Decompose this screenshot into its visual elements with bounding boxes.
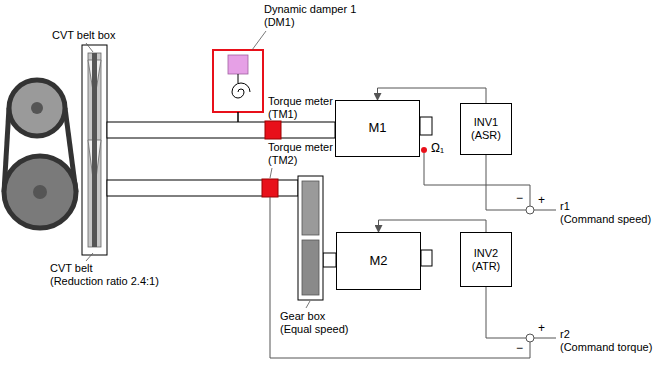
- text-line: r1: [560, 200, 651, 213]
- shaft: [323, 253, 336, 267]
- signal-name: Ω₁: [431, 142, 444, 156]
- motor-box: M1: [335, 100, 420, 157]
- signal-wire: [270, 197, 530, 358]
- signal-wire: [486, 155, 526, 210]
- text-line: (ASR): [471, 129, 501, 142]
- signal-name: r2 (Command torque): [560, 328, 652, 353]
- gear-box: [302, 181, 319, 235]
- signal-wire: [526, 334, 534, 342]
- encoder: [421, 147, 427, 153]
- text-line: (ATR): [472, 260, 501, 273]
- part-name: Torque meter (TM1): [268, 95, 333, 120]
- box-label: INV2 (ATR): [472, 247, 501, 272]
- text-line: (TM1): [268, 108, 333, 121]
- pulley-illustration: [9, 80, 65, 136]
- cvt-belt-box: [92, 53, 97, 247]
- encoder: [420, 117, 432, 266]
- box-label: M1: [368, 121, 386, 136]
- gear-box: [302, 240, 319, 295]
- text-line: INV1: [471, 116, 501, 129]
- inverter-box: INV1 (ASR): [460, 103, 512, 155]
- leader-line: [86, 31, 310, 308]
- signal-name: r1 (Command speed): [560, 200, 651, 225]
- dynamic-damper: [232, 83, 250, 98]
- leader-line: [252, 31, 266, 50]
- gear-box: [298, 176, 323, 300]
- shaft: [107, 180, 298, 196]
- text-line: Dynamic damper 1: [264, 3, 356, 16]
- leader-line: [306, 301, 310, 308]
- sign-mark: −: [516, 342, 523, 356]
- sign-mark: +: [538, 322, 545, 336]
- signal-wire: [534, 338, 556, 339]
- dynamic-damper: [228, 55, 248, 74]
- torque-meter: [262, 179, 278, 197]
- part-name: Dynamic damper 1 (DM1): [264, 3, 356, 28]
- text-line: r2: [560, 328, 652, 341]
- pulley-illustration: [31, 102, 43, 114]
- signal-arrow: [379, 220, 487, 232]
- sign-mark: −: [516, 192, 523, 206]
- signal-wire: [270, 153, 556, 358]
- text-line: Torque meter: [268, 141, 333, 154]
- pulley-illustration: [33, 185, 47, 199]
- part-name: CVT belt (Reduction ratio 2.4:1): [50, 262, 159, 287]
- text-line: Torque meter: [268, 95, 333, 108]
- text-line: INV2: [472, 247, 501, 260]
- motor-box: M2: [336, 232, 421, 290]
- signal-wire: [486, 287, 526, 338]
- dynamic-damper: [238, 74, 239, 83]
- leader-line: [86, 43, 93, 52]
- signal-wire: [526, 206, 534, 214]
- text-line: (Reduction ratio 2.4:1): [50, 275, 159, 288]
- dynamic-damper: [213, 50, 263, 112]
- gear-box: [298, 176, 323, 300]
- part-name: Torque meter (TM2): [268, 141, 333, 166]
- cvt-belt-box: [82, 45, 107, 255]
- pulley-illustration: [4, 156, 76, 228]
- signal-wire: [424, 153, 530, 206]
- text-line: (Command speed): [560, 213, 651, 226]
- text-line: (Command torque): [560, 341, 652, 354]
- part-name: Gear box (Equal speed): [280, 310, 349, 335]
- dynamic-damper: [213, 50, 263, 122]
- signal-wire: [534, 210, 556, 211]
- torque-meter: [265, 121, 281, 139]
- dynamic-damper: [237, 112, 239, 122]
- text-line: (TM2): [268, 154, 333, 167]
- shaft: [107, 122, 335, 138]
- text-line: (Equal speed): [280, 323, 349, 336]
- leader-line: [86, 253, 93, 261]
- box-label: M2: [369, 254, 387, 269]
- cvt-belt-box: [88, 53, 101, 247]
- encoder: [421, 250, 432, 266]
- box-label: INV1 (ASR): [471, 116, 501, 141]
- part-name: CVT belt box: [52, 29, 115, 42]
- text-line: CVT belt: [50, 262, 159, 275]
- sign-mark: +: [538, 194, 545, 208]
- encoder: [420, 117, 432, 135]
- text-line: Gear box: [280, 310, 349, 323]
- cvt-belt-box: [82, 45, 107, 255]
- leader-line: [270, 168, 272, 178]
- inverter-box: INV2 (ATR): [460, 232, 512, 287]
- text-line: (DM1): [264, 16, 356, 29]
- pulley-illustration: [4, 80, 76, 228]
